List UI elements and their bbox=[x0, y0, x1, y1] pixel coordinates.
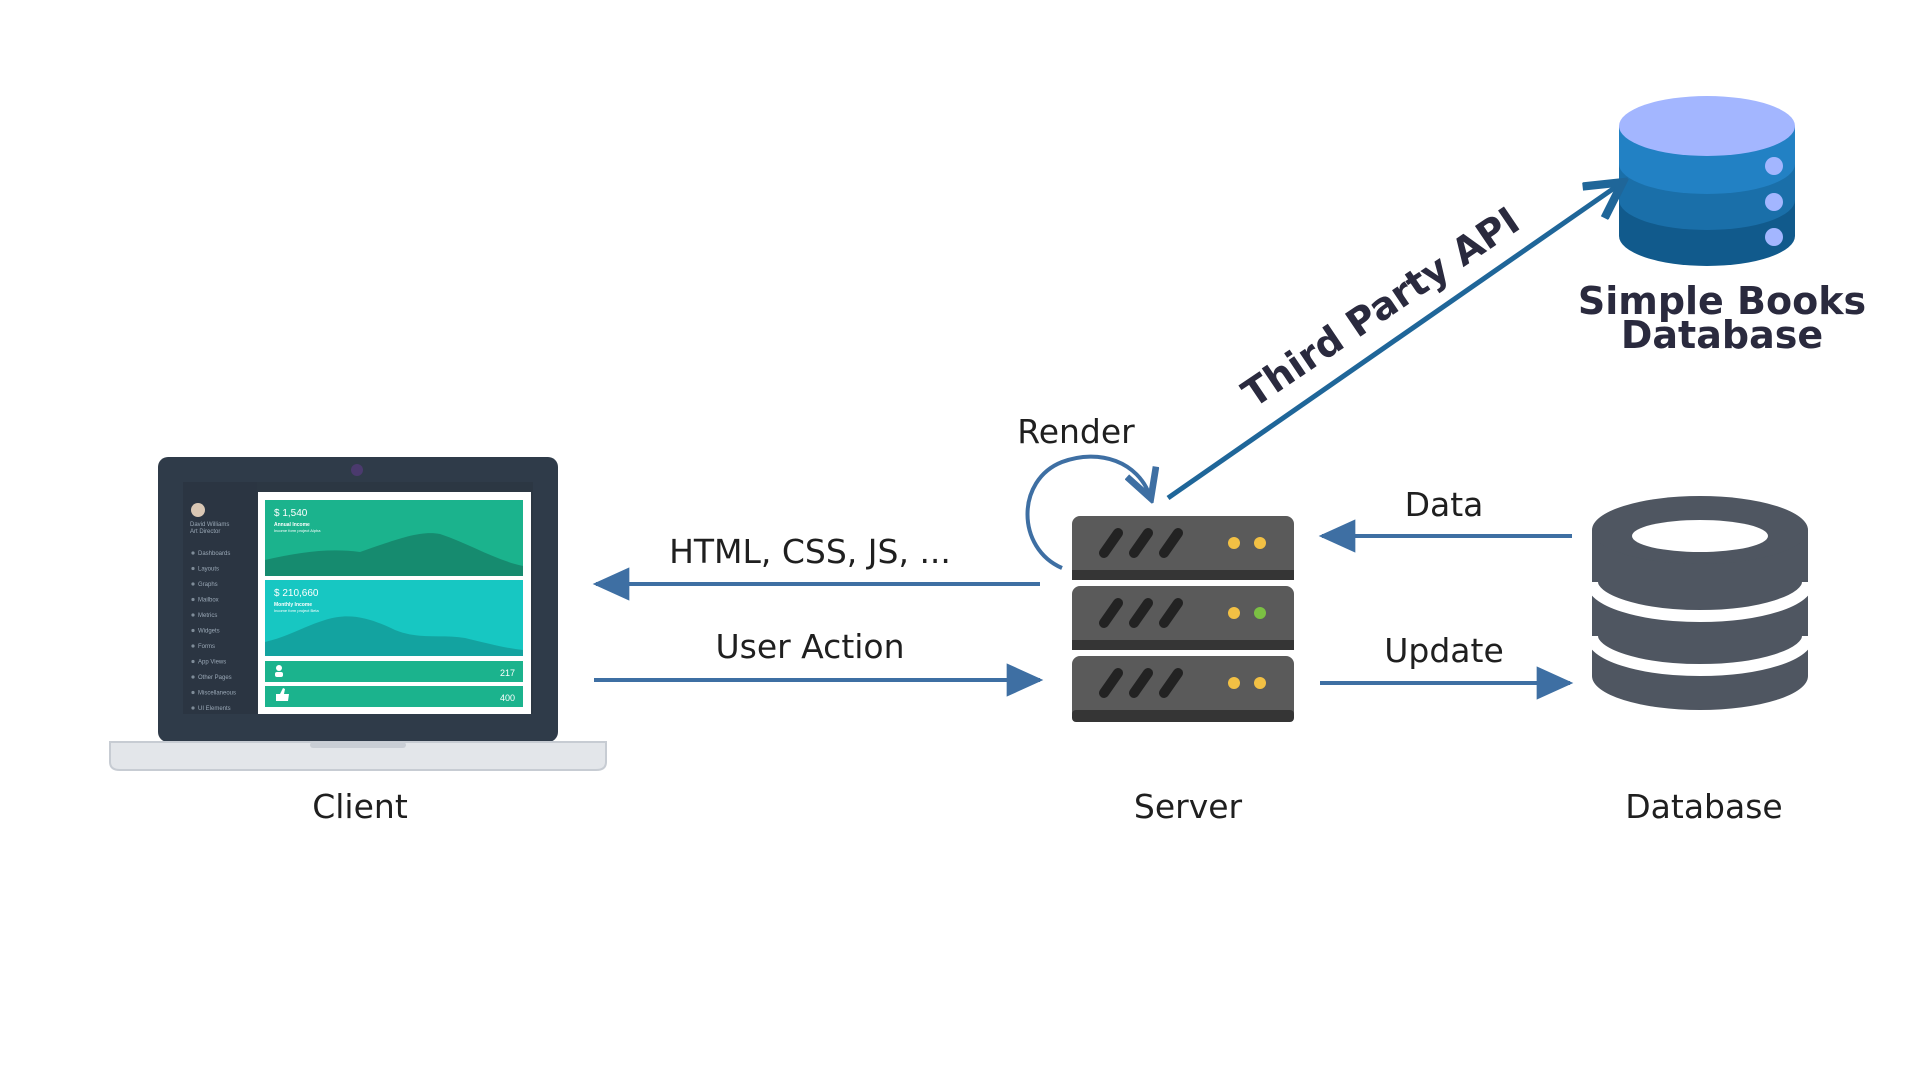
third-party-api-label: Third Party API bbox=[1234, 198, 1527, 416]
sidebar-menu-bullet bbox=[191, 566, 195, 571]
sidebar-menu-item[interactable]: Miscellaneous bbox=[198, 691, 236, 697]
update-label: Update bbox=[1384, 631, 1504, 670]
sidebar-menu-bullet bbox=[191, 690, 195, 695]
laptop-base bbox=[109, 741, 607, 771]
server-unit-3 bbox=[1072, 656, 1294, 722]
render-loop-arrow bbox=[1025, 454, 1151, 570]
sidebar-menu-item[interactable]: App Views bbox=[198, 660, 226, 666]
sidebar-menu-bullet bbox=[191, 644, 195, 648]
card1-value: $ 1,540 bbox=[274, 508, 308, 519]
sidebar-menu-bullet bbox=[191, 582, 195, 586]
annual-income-area bbox=[265, 533, 523, 576]
user-icon-body bbox=[275, 672, 283, 677]
user-action-label: User Action bbox=[715, 627, 904, 666]
sidebar-menu-bullet bbox=[191, 675, 195, 679]
monthly-income-area bbox=[265, 616, 523, 656]
stat2-value: 400 bbox=[500, 693, 515, 703]
sidebar-menu-item[interactable]: Mailbox bbox=[198, 598, 219, 604]
server-unit-2 bbox=[1072, 586, 1294, 650]
card1-sub: Income form project Alpha bbox=[274, 528, 321, 533]
server-icon bbox=[1072, 516, 1294, 722]
card2-title: Monthly Income bbox=[274, 602, 312, 608]
sidebar-menu-item[interactable]: Forms bbox=[198, 644, 215, 650]
database-icon bbox=[1586, 496, 1814, 710]
client-laptop-icon: David Williams Art Director DashboardsLa… bbox=[109, 457, 607, 771]
screen-sidebar bbox=[183, 482, 257, 714]
sidebar-menu-item[interactable]: Layouts bbox=[198, 567, 219, 573]
sidebar-menu-bullet bbox=[191, 659, 195, 664]
sidebar-menu-bullet bbox=[191, 551, 195, 555]
sidebar-menu: DashboardsLayoutsGraphsMailboxMetricsWid… bbox=[191, 551, 236, 712]
sidebar-menu-item[interactable]: Widgets bbox=[198, 629, 220, 635]
sidebar-menu-item[interactable]: UI Elements bbox=[198, 706, 231, 712]
data-label: Data bbox=[1405, 485, 1484, 524]
sidebar-menu-item[interactable]: Metrics bbox=[198, 613, 217, 619]
card2-value: $ 210,660 bbox=[274, 588, 319, 599]
render-label: Render bbox=[1017, 412, 1135, 451]
laptop-camera bbox=[351, 464, 363, 476]
sidebar-menu-bullet bbox=[191, 706, 195, 710]
stat-row-users bbox=[265, 661, 523, 682]
server-label: Server bbox=[1134, 787, 1243, 826]
database-label: Database bbox=[1625, 787, 1782, 826]
user-icon bbox=[276, 665, 282, 671]
simple-books-database-icon bbox=[1619, 96, 1795, 266]
card2-sub: Income form project Beta bbox=[274, 608, 319, 613]
laptop-notch bbox=[310, 742, 406, 748]
avatar bbox=[191, 503, 205, 517]
simple-books-label-line2: Database bbox=[1621, 313, 1823, 357]
sidebar-menu-bullet bbox=[191, 597, 195, 602]
card1-title: Annual Income bbox=[274, 522, 310, 528]
client-label: Client bbox=[312, 787, 408, 826]
sidebar-menu-bullet bbox=[191, 613, 195, 617]
thumbs-up-icon bbox=[276, 688, 289, 701]
sidebar-menu-item[interactable]: Dashboards bbox=[198, 551, 230, 557]
sidebar-menu-item[interactable]: Graphs bbox=[198, 582, 218, 588]
simple-books-label-line1: Simple Books bbox=[1578, 279, 1866, 323]
sidebar-menu-bullet bbox=[191, 628, 195, 633]
stat1-value: 217 bbox=[500, 668, 515, 678]
stat-row-likes bbox=[265, 686, 523, 707]
server-unit-1 bbox=[1072, 516, 1294, 580]
sidebar-menu-item[interactable]: Other Pages bbox=[198, 675, 232, 681]
sidebar-user-role: Art Director bbox=[190, 529, 220, 535]
html-css-js-label: HTML, CSS, JS, ... bbox=[669, 532, 951, 571]
third-party-api-arrow bbox=[1166, 184, 1620, 501]
sidebar-user-name: David Williams bbox=[190, 522, 229, 528]
